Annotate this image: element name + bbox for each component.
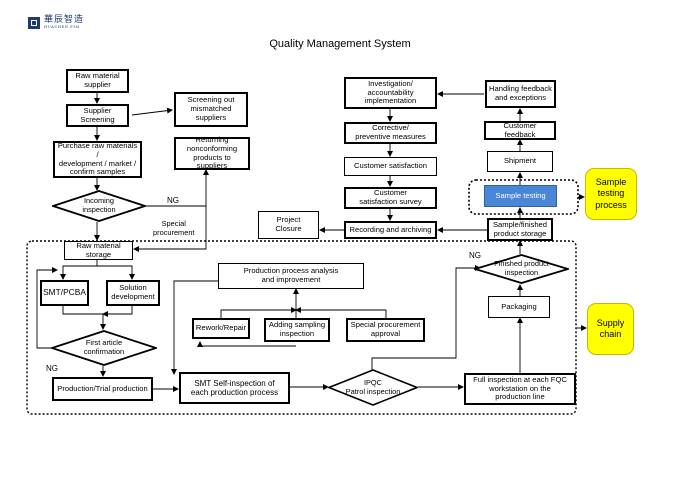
customer-satisfaction-box: Customer satisfaction (344, 157, 437, 176)
process-analysis-box: Production process analysis and improvem… (218, 263, 364, 289)
logo-name-en: HUACHEN FIM (44, 25, 80, 29)
supply-chain-callout: Supply chain (587, 303, 634, 355)
sample-testing-box: Sample testing (484, 185, 557, 207)
sample-storage-box: Sample/finished product storage (487, 218, 553, 241)
supplier-screening-box: Supplier Screening (66, 104, 129, 127)
investigation-box: Investigation/ accountability implementa… (344, 77, 437, 109)
production-boundary (26, 240, 577, 415)
logo-mark-icon (28, 16, 40, 29)
customer-feedback-box: Customer feedback (484, 121, 556, 140)
raw-material-supplier-box: Raw material supplier (66, 69, 129, 93)
full-inspection-box: Full inspection at each FQC workstation … (464, 373, 576, 405)
smt-self-inspection-box: SMT Self-inspection of each production p… (179, 372, 290, 404)
arrow-to-rework (197, 341, 296, 347)
sample-testing-process-callout: Sample testing process (585, 168, 637, 220)
incoming-inspection-diamond (52, 190, 146, 222)
corrective-box: Corrective/ preventive measures (344, 122, 437, 144)
finished-inspection-diamond (474, 254, 569, 284)
ng-first-article-label: NG (46, 364, 58, 373)
smt-pcba-box: SMT/PCBA (40, 280, 89, 306)
special-approval-box: Special procurement approval (346, 318, 425, 342)
screening-out-box: Screening out mismatched suppliers (174, 92, 248, 127)
raw-material-storage-box: Raw material storage (64, 241, 133, 260)
solution-development-box: Solution development (106, 280, 160, 306)
ipqc-diamond (328, 369, 418, 406)
adding-sampling-box: Adding sampling inspection (264, 318, 330, 342)
diagram-title: Quality Management System (269, 38, 411, 50)
arrow-ipqc-up (371, 265, 481, 370)
returning-box: Returning nonconforming products to supp… (174, 135, 250, 170)
logo-name-cn: 華辰智造 (44, 15, 85, 25)
recording-archiving-box: Recording and archiving (344, 221, 437, 239)
arrow-process-to-smt-self (171, 280, 218, 375)
ng-finished-label: NG (469, 251, 481, 260)
arrow-smt-to-first (62, 306, 106, 330)
purchase-box: Purchase raw materials / development / m… (53, 141, 142, 178)
project-closure-box: Project Closure (258, 211, 319, 239)
arrow-solution-to-first (102, 306, 133, 317)
arrow-special-procurement (133, 206, 207, 252)
shipment-box: Shipment (487, 151, 553, 172)
rework-repair-box: Rework/Repair (192, 318, 250, 339)
satisfaction-survey-box: Customer satisfaction survey (344, 187, 437, 209)
first-article-label: First article confirmation (83, 338, 125, 356)
finished-inspection-label: Finished product inspection (494, 259, 549, 277)
ipqc-label: IPQC Patrol inspection (345, 377, 401, 396)
incoming-inspection-label: Incoming inspection (82, 196, 116, 214)
handling-feedback-box: Handling feedback and exceptions (485, 80, 556, 108)
arrow-screening-to-screening-out (131, 107, 173, 116)
packaging-box: Packaging (488, 296, 550, 318)
arrow-first-ng-loop (36, 267, 58, 349)
special-procurement-label: Special procurement (153, 219, 195, 237)
production-trial-box: Production/Trial production (52, 377, 153, 401)
first-article-diamond (51, 330, 157, 366)
sample-testing-boundary (468, 179, 579, 215)
arrow-storage-to-solution (97, 265, 135, 280)
arrow-storage-to-smt (60, 260, 98, 280)
company-logo: 華辰智造 HUACHEN FIM (28, 15, 84, 30)
ng-incoming-label: NG (167, 196, 179, 205)
